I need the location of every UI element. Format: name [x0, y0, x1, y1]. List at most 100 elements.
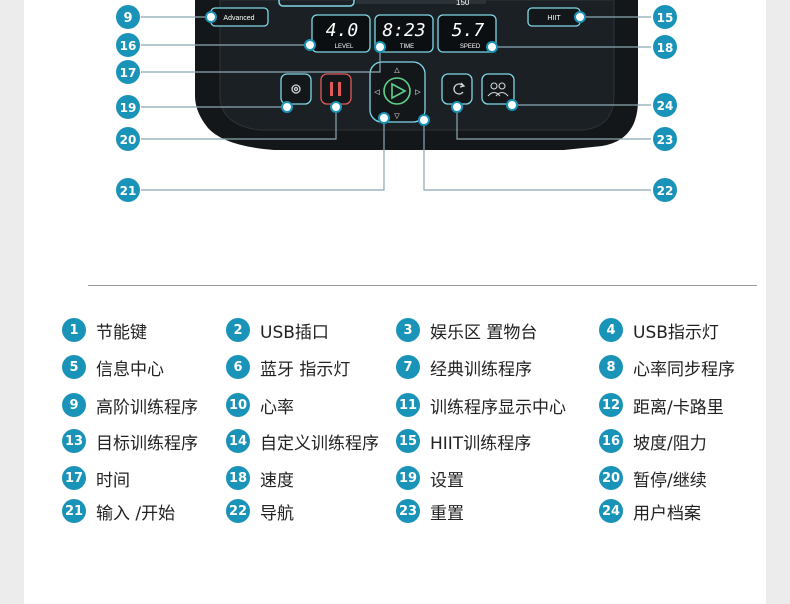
legend-label: 自定义训练程序 — [260, 433, 379, 454]
legend-label: USB指示灯 — [633, 322, 719, 343]
nav-down-icon[interactable]: ▽ — [394, 113, 400, 120]
nav-left-icon[interactable]: ◁ — [374, 89, 380, 96]
legend-badge: 10 — [226, 393, 250, 417]
legend-label: USB插口 — [260, 322, 329, 343]
legend-item: 4 USB指示灯 — [599, 316, 719, 344]
callout-19: 19 — [116, 95, 140, 119]
legend-item: 2 USB插口 — [226, 316, 329, 344]
level-display — [311, 14, 371, 53]
page: 150 Advanced HIIT 4.0 LEVEL 8:23 TIME 5.… — [24, 0, 766, 604]
hiit-button-label: HIIT — [547, 15, 561, 22]
legend-badge: 6 — [226, 355, 250, 379]
time-value: 8:23 — [382, 20, 425, 41]
legend-badge: 16 — [599, 429, 623, 453]
legend-item: 9 高阶训练程序 — [62, 391, 198, 419]
level-unit: LEVEL — [335, 44, 354, 50]
legend-label: 高阶训练程序 — [96, 397, 198, 418]
legend-item: 24 用户档案 — [599, 497, 701, 525]
callout-23: 23 — [653, 127, 677, 151]
callout-21: 21 — [116, 178, 140, 202]
legend-badge: 24 — [599, 499, 623, 523]
legend-badge: 8 — [599, 355, 623, 379]
speed-value: 5.7 — [452, 20, 485, 41]
section-divider — [88, 285, 757, 286]
legend-badge: 19 — [396, 466, 420, 490]
legend-item: 17 时间 — [62, 464, 130, 492]
legend-label: 训练程序显示中心 — [430, 397, 566, 418]
top-center-display-edge — [356, 0, 486, 4]
legend-label: 目标训练程序 — [96, 433, 198, 454]
svg-text:21: 21 — [120, 184, 137, 198]
legend-badge: 3 — [396, 318, 420, 342]
top-center-fragment: 150 — [456, 0, 470, 7]
callout-18: 18 — [653, 35, 677, 59]
time-unit: TIME — [400, 44, 414, 50]
legend-badge: 18 — [226, 466, 250, 490]
time-display — [374, 14, 434, 53]
legend-label: HIIT训练程序 — [430, 433, 532, 454]
nav-up-icon[interactable]: △ — [394, 67, 400, 74]
legend-badge: 2 — [226, 318, 250, 342]
legend-label: 信息中心 — [96, 359, 164, 380]
legend-label: 用户档案 — [633, 503, 701, 524]
leader-lines — [141, 16, 651, 191]
refresh-icon — [453, 82, 466, 95]
legend-label: 导航 — [260, 503, 294, 524]
callout-9: 9 — [116, 5, 140, 29]
legend-badge: 9 — [62, 393, 86, 417]
svg-text:18: 18 — [657, 41, 674, 55]
callout-22: 22 — [653, 178, 677, 202]
legend-label: 时间 — [96, 470, 130, 491]
legend-badge: 4 — [599, 318, 623, 342]
legend-badge: 1 — [62, 318, 86, 342]
legend-badge: 7 — [396, 355, 420, 379]
top-left-display-edge — [278, 0, 355, 7]
reset-button[interactable] — [441, 73, 473, 105]
callout-15: 15 — [653, 5, 677, 29]
legend-label: 距离/卡路里 — [633, 397, 724, 418]
start-button[interactable] — [383, 77, 411, 105]
legend-item: 21 输入 /开始 — [62, 497, 175, 525]
svg-text:9: 9 — [123, 11, 132, 26]
pause-icon — [330, 82, 341, 96]
svg-text:15: 15 — [657, 11, 674, 25]
legend-label: 经典训练程序 — [430, 359, 532, 380]
pause-button[interactable] — [320, 73, 352, 105]
nav-right-icon[interactable]: ▷ — [415, 89, 421, 96]
svg-text:24: 24 — [657, 99, 674, 113]
svg-text:20: 20 — [120, 133, 137, 147]
legend-item: 18 速度 — [226, 464, 294, 492]
legend-label: 输入 /开始 — [96, 503, 176, 524]
play-icon — [391, 82, 407, 100]
legend-label: 速度 — [260, 470, 294, 491]
user-profile-button[interactable] — [481, 73, 515, 105]
svg-text:16: 16 — [120, 39, 137, 53]
svg-text:22: 22 — [657, 184, 674, 198]
callout-16: 16 — [116, 33, 140, 57]
svg-text:23: 23 — [657, 133, 674, 147]
legend-badge: 21 — [62, 499, 86, 523]
callout-24: 24 — [653, 93, 677, 117]
level-value: 4.0 — [326, 20, 359, 41]
svg-text:19: 19 — [120, 101, 137, 115]
legend-badge: 17 — [62, 466, 86, 490]
legend-label: 暂停/继续 — [633, 470, 707, 491]
callout-17: 17 — [116, 60, 140, 84]
leader-dots — [205, 11, 586, 126]
svg-text:17: 17 — [120, 66, 137, 80]
settings-button[interactable] — [280, 73, 312, 105]
